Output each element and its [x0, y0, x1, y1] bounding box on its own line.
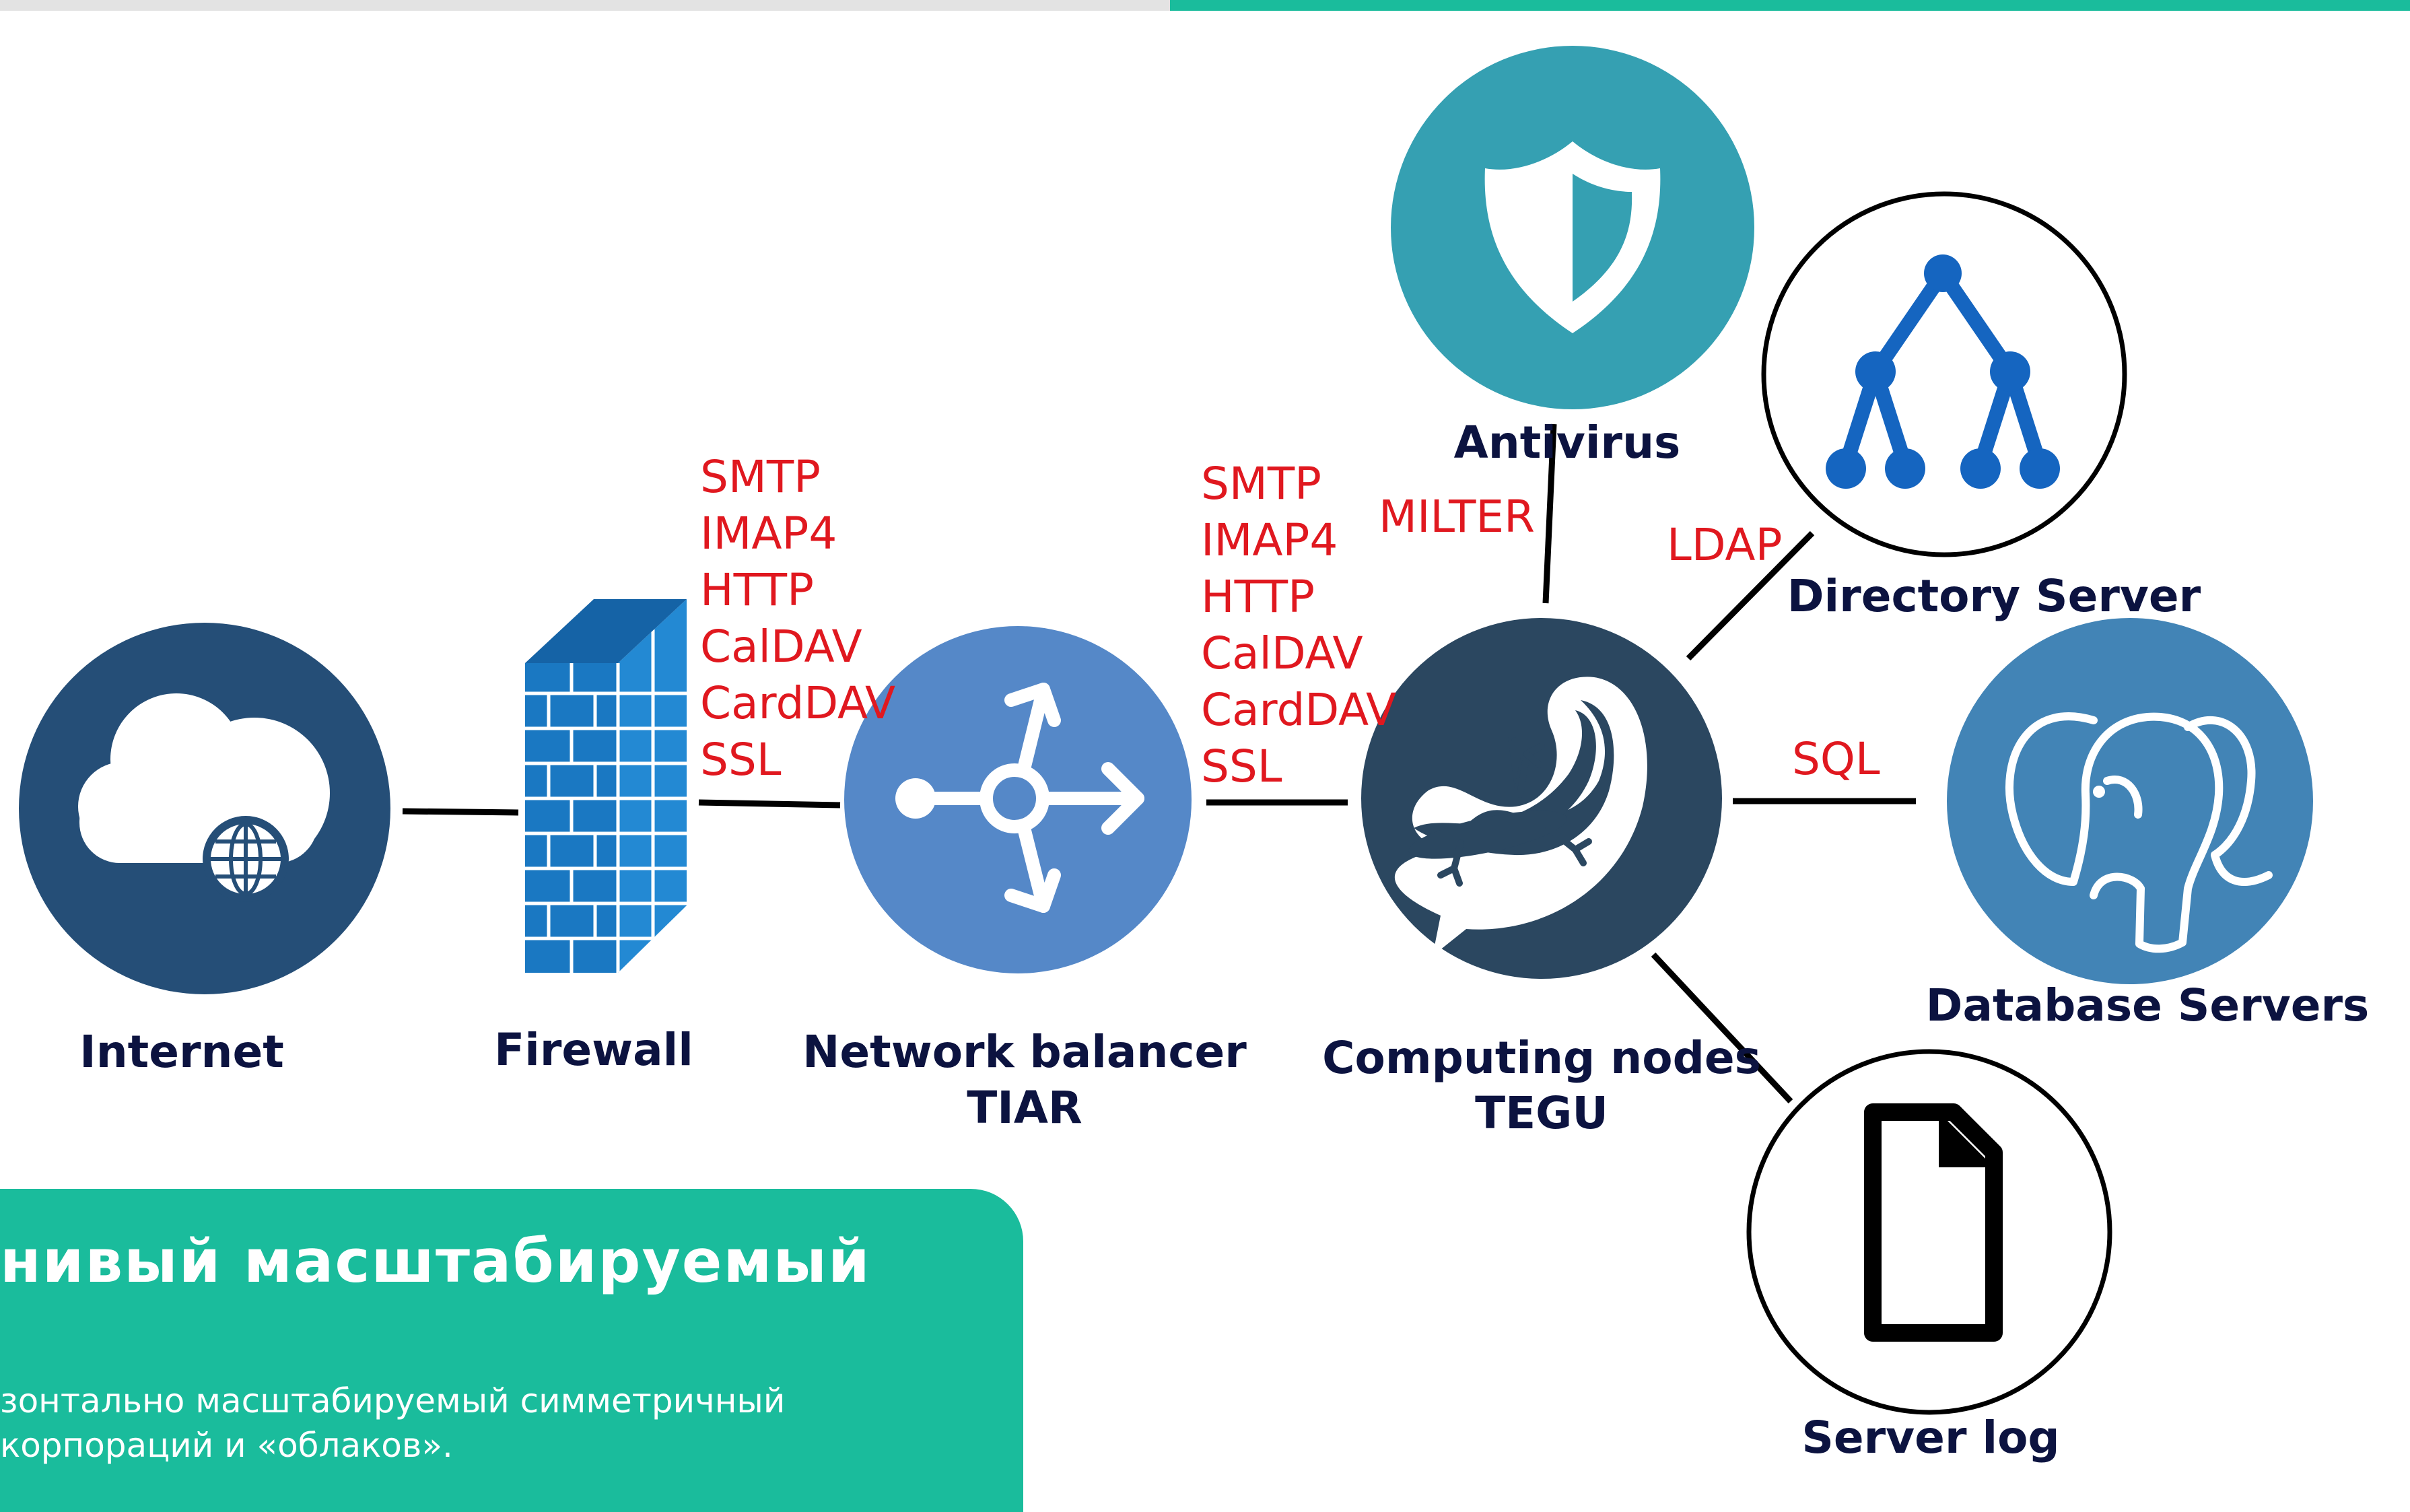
balancer-arrows-icon: [909, 683, 1144, 913]
lizard-icon: [1394, 677, 1647, 956]
balancer-input-dot: [895, 778, 936, 819]
brick-wall-icon: [525, 599, 687, 973]
database-servers-label: Database Servers: [1926, 980, 2370, 1031]
globe-icon: [203, 816, 289, 902]
antivirus-node: Antivirus: [1391, 46, 1754, 469]
protocol-label: HTTP: [700, 564, 814, 616]
network-balancer-node: Network balancer TIAR: [802, 626, 1247, 1134]
elephant-eye: [2093, 786, 2105, 798]
card-description: зонтально масштабируемый симметричный ко…: [0, 1379, 785, 1468]
server-log-node: Server log: [1746, 1049, 2112, 1464]
balancer-label-line2: TIAR: [967, 1082, 1082, 1134]
protocol-label: HTTP: [1201, 571, 1315, 623]
directory-server-node: Directory Server: [1761, 191, 2201, 622]
protocol-label: CardDAV: [700, 677, 895, 729]
protocol-label: CalDAV: [1201, 627, 1363, 679]
computing-label-line1: Computing nodes: [1322, 1032, 1761, 1084]
computing-nodes-node: Computing nodes TEGU: [1322, 618, 1761, 1139]
sql-label: SQL: [1792, 733, 1880, 785]
card-description-line2: корпораций и «облаков».: [0, 1426, 453, 1465]
firewall-label: Firewall: [494, 1024, 693, 1076]
top-progress-bar: [1170, 0, 2410, 11]
antivirus-label: Antivirus: [1454, 417, 1681, 469]
server-log-label: Server log: [1801, 1412, 2059, 1464]
protocol-label: IMAP4: [1201, 514, 1338, 566]
protocol-label: SMTP: [1201, 458, 1321, 510]
computing-label-line2: TEGU: [1475, 1087, 1608, 1139]
card-title: нивый масштабируемый: [0, 1227, 871, 1296]
balancer-label-line1: Network balancer: [802, 1026, 1247, 1078]
protocol-label: SMTP: [700, 451, 821, 503]
internet-label: Internet: [79, 1026, 284, 1078]
protocol-label: SSL: [700, 734, 782, 786]
top-progress-track: [0, 0, 1170, 11]
document-icon: [1864, 1103, 2003, 1342]
internet-node: Internet: [19, 623, 390, 1078]
protocols-balancer-computing: SMTP IMAP4 HTTP CalDAV CardDAV SSL: [1201, 458, 1396, 792]
database-servers-node: Database Servers: [1926, 618, 2370, 1031]
protocol-label: CalDAV: [700, 621, 862, 673]
directory-server-label: Directory Server: [1787, 570, 2201, 622]
card-description-line1: зонтально масштабируемый симметричный: [0, 1381, 786, 1420]
firewall-node: Firewall: [494, 599, 693, 1076]
milter-label: MILTER: [1379, 491, 1535, 543]
info-card: нивый масштабируемый зонтально масштабир…: [0, 1189, 1023, 1512]
ldap-label: LDAP: [1667, 519, 1782, 571]
protocol-label: IMAP4: [700, 508, 837, 559]
shield-icon: [1484, 141, 1661, 333]
connection-lines: [402, 423, 1916, 1104]
protocols-firewall-balancer: SMTP IMAP4 HTTP CalDAV CardDAV SSL: [700, 451, 895, 786]
postgresql-elephant-icon: [2005, 712, 2273, 953]
protocol-label: SSL: [1201, 741, 1282, 792]
protocol-label: CardDAV: [1201, 684, 1396, 736]
